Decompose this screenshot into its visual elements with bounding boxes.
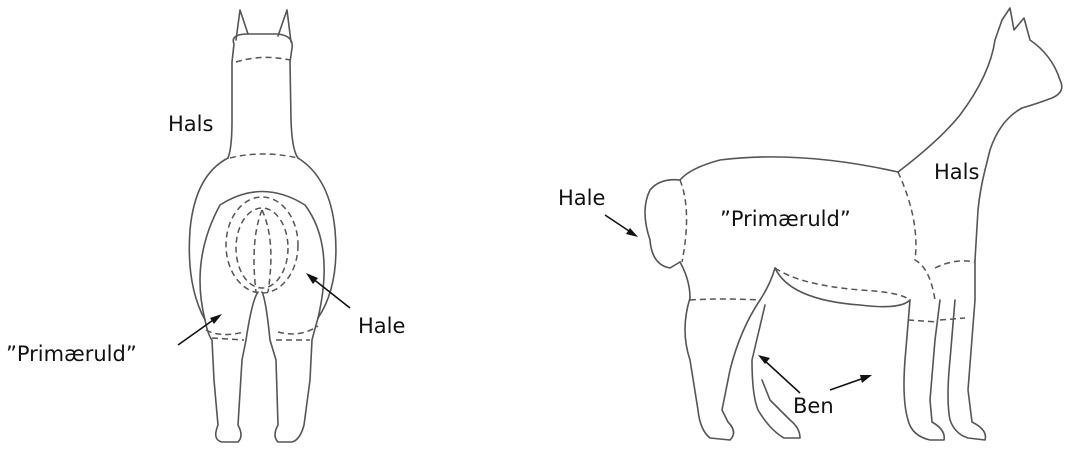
side-front-leg [903,299,946,441]
back-head-neck [227,33,299,159]
back-primaeruld-label: ”Primæruld” [6,342,137,366]
back-primaeruld-arrow [177,314,222,346]
side-hals-label: Hals [934,160,980,184]
side-primaeruld-label: ”Primæruld” [720,207,851,231]
side-ben-label: Ben [793,394,834,418]
back-body [188,157,337,321]
side-back-leg [684,267,776,441]
side-hale-arrow [604,214,638,237]
back-hals-label: Hals [168,112,214,136]
back-hale-label: Hale [358,314,406,338]
side-front-leg-far [947,259,987,441]
alpaca-side-view [644,7,1063,441]
back-hale-arrow [306,273,351,309]
side-back-rump [644,156,899,269]
back-ear-right [277,9,292,43]
side-ben-arrow-left [758,355,801,394]
back-left-leg [204,291,259,443]
side-back-leg-inner [751,304,801,439]
side-head-neck [897,7,1063,261]
back-rump [199,190,325,321]
alpaca-back-view [188,9,337,443]
side-hale-label: Hale [558,186,606,210]
side-ben-arrow-right [829,375,872,391]
side-belly [679,261,911,308]
back-ear-left [235,9,249,41]
back-right-leg [261,291,319,443]
